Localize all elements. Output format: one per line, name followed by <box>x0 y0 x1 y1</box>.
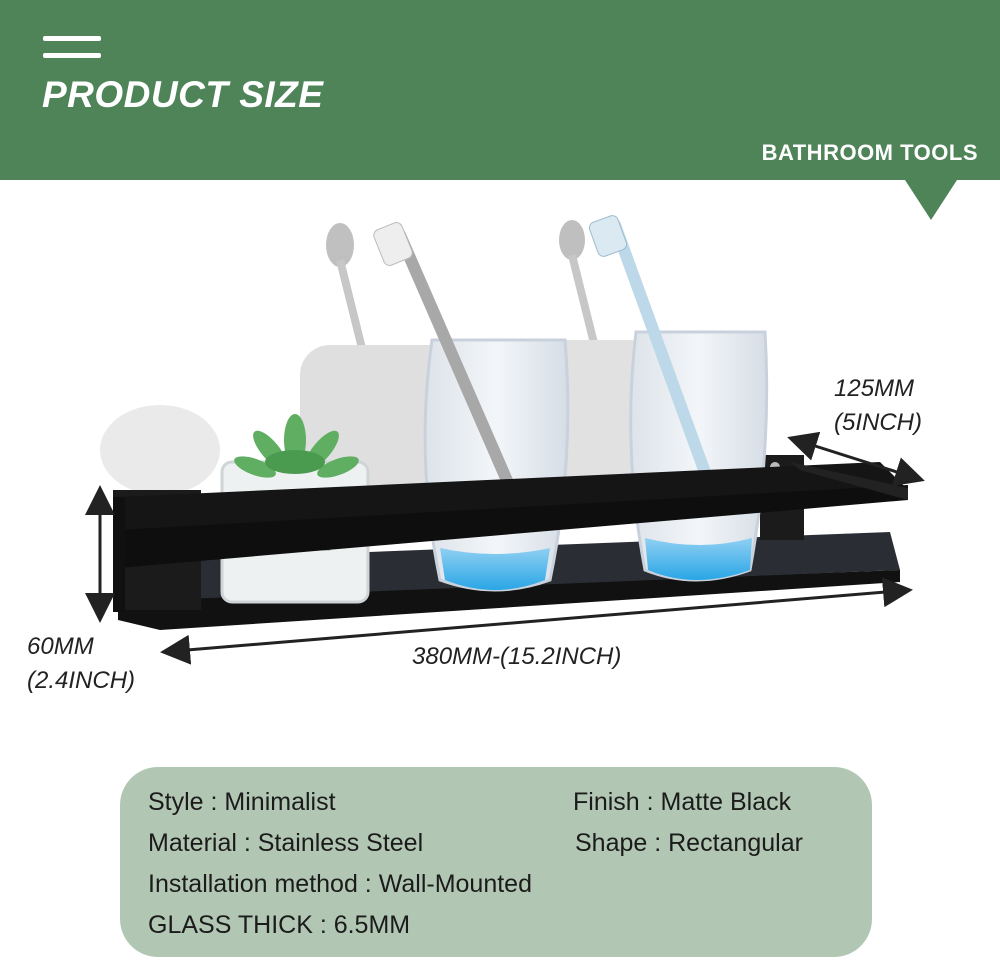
spec-material: Material : Stainless Steel <box>148 829 424 857</box>
wall-shadows <box>100 220 670 515</box>
spec-installation: Installation method : Wall-Mounted <box>148 870 532 898</box>
spec-glass-thickness: GLASS THICK : 6.5MM <box>148 911 411 939</box>
shelf-front-rail <box>113 462 908 612</box>
depth-arrow <box>787 431 925 487</box>
category-tag: BATHROOM TOOLS <box>761 140 978 165</box>
spec-style: Style : Minimalist <box>148 788 336 816</box>
header-banner: PRODUCT SIZE BATHROOM TOOLS <box>0 0 1000 180</box>
specs-panel: Style : Minimalist Finish : Matte Black … <box>120 767 872 957</box>
spec-finish: Finish : Matte Black <box>573 788 792 816</box>
length-label: 380MM-(15.2INCH) <box>412 643 622 670</box>
product-illustration <box>85 215 925 665</box>
hamburger-menu-icon[interactable] <box>43 36 101 60</box>
toothbrush-grey <box>373 222 528 521</box>
height-mm: 60MM <box>27 633 94 660</box>
depth-label: 125MM (5INCH) <box>834 372 922 440</box>
depth-mm: 125MM <box>834 375 915 402</box>
spec-shape: Shape : Rectangular <box>575 829 803 857</box>
height-label: 60MM (2.4INCH) <box>27 630 135 698</box>
length-arrow <box>160 577 913 665</box>
tag-arrow <box>905 180 957 220</box>
toothbrush-blue <box>588 215 721 506</box>
page-title: PRODUCT SIZE <box>42 74 324 115</box>
height-inch: (2.4INCH) <box>27 667 136 694</box>
depth-inch: (5INCH) <box>834 409 922 436</box>
